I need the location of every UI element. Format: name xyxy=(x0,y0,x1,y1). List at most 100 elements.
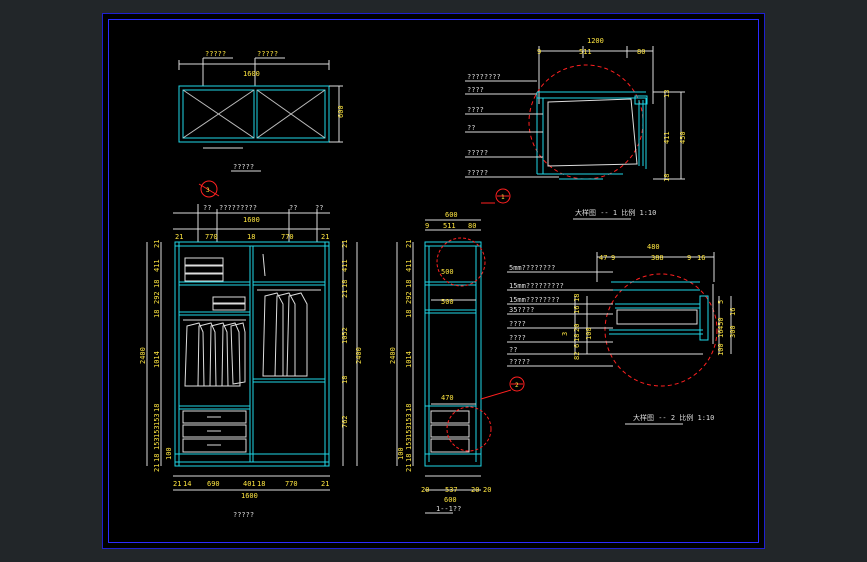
detail2-top-dim-2: 9 xyxy=(611,254,615,262)
front-bottom-dim-3: 690 xyxy=(207,480,220,488)
plan-width-dim: 1600 xyxy=(243,70,260,78)
detail2-left-dim-4: 20 xyxy=(573,324,581,332)
detail2-label-7: ?? xyxy=(509,346,517,354)
section-left-chain-3: 18 xyxy=(405,280,413,288)
detail2-left-dim-6: 6 xyxy=(573,344,581,348)
detail2-left-dim-5: 18 xyxy=(573,334,581,342)
front-right-chain-4: 21 xyxy=(341,290,349,298)
detail2-top-dim-3: 388 xyxy=(651,254,664,262)
detail2-label-4: 35???? xyxy=(509,306,534,314)
detail2-right-dim-3: 16 xyxy=(717,330,725,338)
section-caption: 1--1?? xyxy=(436,505,461,513)
front-right-chain-2: 411 xyxy=(341,259,349,272)
detail2-caption: 大样图 -- 2 比例 1:10 xyxy=(633,413,714,422)
detail2-left-dim-7: 3 xyxy=(561,332,569,336)
front-left-chain-5: 18 xyxy=(153,310,161,318)
section-left-chain-10: 153 xyxy=(405,437,413,450)
section-bottom-dim-3: 20 xyxy=(471,486,479,494)
section-top-dim-2: 511 xyxy=(443,222,456,230)
front-left-chain-1: 21 xyxy=(153,240,161,248)
detail2-right-dim-5: 300 xyxy=(729,325,737,338)
detail2-label-3: 15mm???????? xyxy=(509,296,560,304)
front-right-chain-1: 21 xyxy=(341,240,349,248)
front-bottom-dim-1: 21 xyxy=(173,480,181,488)
detail2-right-dim-4: 100 xyxy=(717,343,725,356)
front-caption: ????? xyxy=(233,511,254,519)
detail1-label-3: ???? xyxy=(467,106,484,114)
section-left-chain-13: 21 xyxy=(405,464,413,472)
detail1-top-dim-1: 9 xyxy=(537,48,541,56)
front-right-chain-5: 1052 xyxy=(341,327,349,344)
front-bottom-dim-4: 401 xyxy=(243,480,256,488)
detail1-label-6: ????? xyxy=(467,169,488,177)
detail1-right-dim-2: 411 xyxy=(663,131,671,144)
plan-note-left: ????? xyxy=(205,50,226,58)
front-left-chain-2: 411 xyxy=(153,259,161,272)
section-bottom-total: 600 xyxy=(444,496,457,504)
detail2-label-2: 15mm????????? xyxy=(509,282,564,290)
plan-note-right: ????? xyxy=(257,50,278,58)
detail2-right-dim-6: 16 xyxy=(729,308,737,316)
front-top-note-3: ?? xyxy=(289,204,297,212)
front-left-chain-7: 18 xyxy=(153,404,161,412)
front-elevation xyxy=(146,180,358,491)
detail2-top-dim-4: 9 xyxy=(687,254,691,262)
front-right-chain-6: 18 xyxy=(341,376,349,384)
detail2-overall: 480 xyxy=(647,243,660,251)
section-left-chain-6: 1014 xyxy=(405,351,413,368)
section-overall-depth: 600 xyxy=(445,211,458,219)
front-bottom-dim-6: 770 xyxy=(285,480,298,488)
section-callout-1: 1 xyxy=(501,194,505,201)
detail1-label-4: ?? xyxy=(467,124,475,132)
front-bottom-dim-2: 14 xyxy=(183,480,191,488)
detail2-label-5: ???? xyxy=(509,320,526,328)
front-left-chain-3: 18 xyxy=(153,280,161,288)
section-drawer-depth: 470 xyxy=(441,394,454,402)
detail2-label-6: ???? xyxy=(509,334,526,342)
detail1-right-dim-3: 450 xyxy=(679,131,687,144)
section-left-chain-8: 153 xyxy=(405,413,413,426)
plan-view xyxy=(178,57,343,172)
front-top-dim-1: 21 xyxy=(175,233,183,241)
detail-2 xyxy=(507,252,732,425)
front-left-total: 2400 xyxy=(139,347,147,364)
detail2-label-8: ????? xyxy=(509,358,530,366)
front-callout: 3 xyxy=(206,187,210,194)
detail2-label-1: 5mm???????? xyxy=(509,264,555,272)
section-left-chain-5: 18 xyxy=(405,310,413,318)
detail2-left-dim-8: 82 xyxy=(573,352,581,360)
front-left-chain-8: 153 xyxy=(153,413,161,426)
front-bottom-total: 1600 xyxy=(241,492,258,500)
front-top-dim-4: 770 xyxy=(281,233,294,241)
front-top-dim-5: 21 xyxy=(321,233,329,241)
detail2-left-dim-3: 100 xyxy=(585,327,593,340)
detail1-top-dim-3: 80 xyxy=(637,48,645,56)
detail1-overall: 1200 xyxy=(587,37,604,45)
detail1-right-dim-1: 13 xyxy=(663,90,671,98)
section-top-dim-1: 9 xyxy=(425,222,429,230)
section-left-chain-7: 18 xyxy=(405,404,413,412)
detail2-top-dim-1: 47 xyxy=(599,254,607,262)
detail1-label-5: ????? xyxy=(467,149,488,157)
detail2-right-dim-1: 5 xyxy=(717,300,725,304)
front-bottom-dim-7: 21 xyxy=(321,480,329,488)
section-bottom-dim-1: 20 xyxy=(421,486,429,494)
detail2-right-dim-2: 450 xyxy=(717,317,725,330)
section-inner-b: 500 xyxy=(441,298,454,306)
front-left-chain-10: 153 xyxy=(153,437,161,450)
section-left-chain-4: 292 xyxy=(405,291,413,304)
section-left-chain-9: 153 xyxy=(405,425,413,438)
front-top-dim-3: 18 xyxy=(247,233,255,241)
detail1-label-1: ???????? xyxy=(467,73,501,81)
front-top-note-4: ?? xyxy=(315,204,323,212)
front-right-total: 2400 xyxy=(355,347,363,364)
drawing-frame xyxy=(108,19,759,543)
detail1-label-2: ???? xyxy=(467,86,484,94)
front-left-chain-13: 21 xyxy=(153,464,161,472)
drawing-sheet: ????? ????? 1600 600 ????? 3 ?? ????????… xyxy=(102,13,765,549)
section-bottom-dim-4: 20 xyxy=(483,486,491,494)
section-left-chain-2: 411 xyxy=(405,259,413,272)
front-top-note-1: ?? xyxy=(203,204,211,212)
section-left-total: 2400 xyxy=(389,347,397,364)
front-overall-width: 1600 xyxy=(243,216,260,224)
